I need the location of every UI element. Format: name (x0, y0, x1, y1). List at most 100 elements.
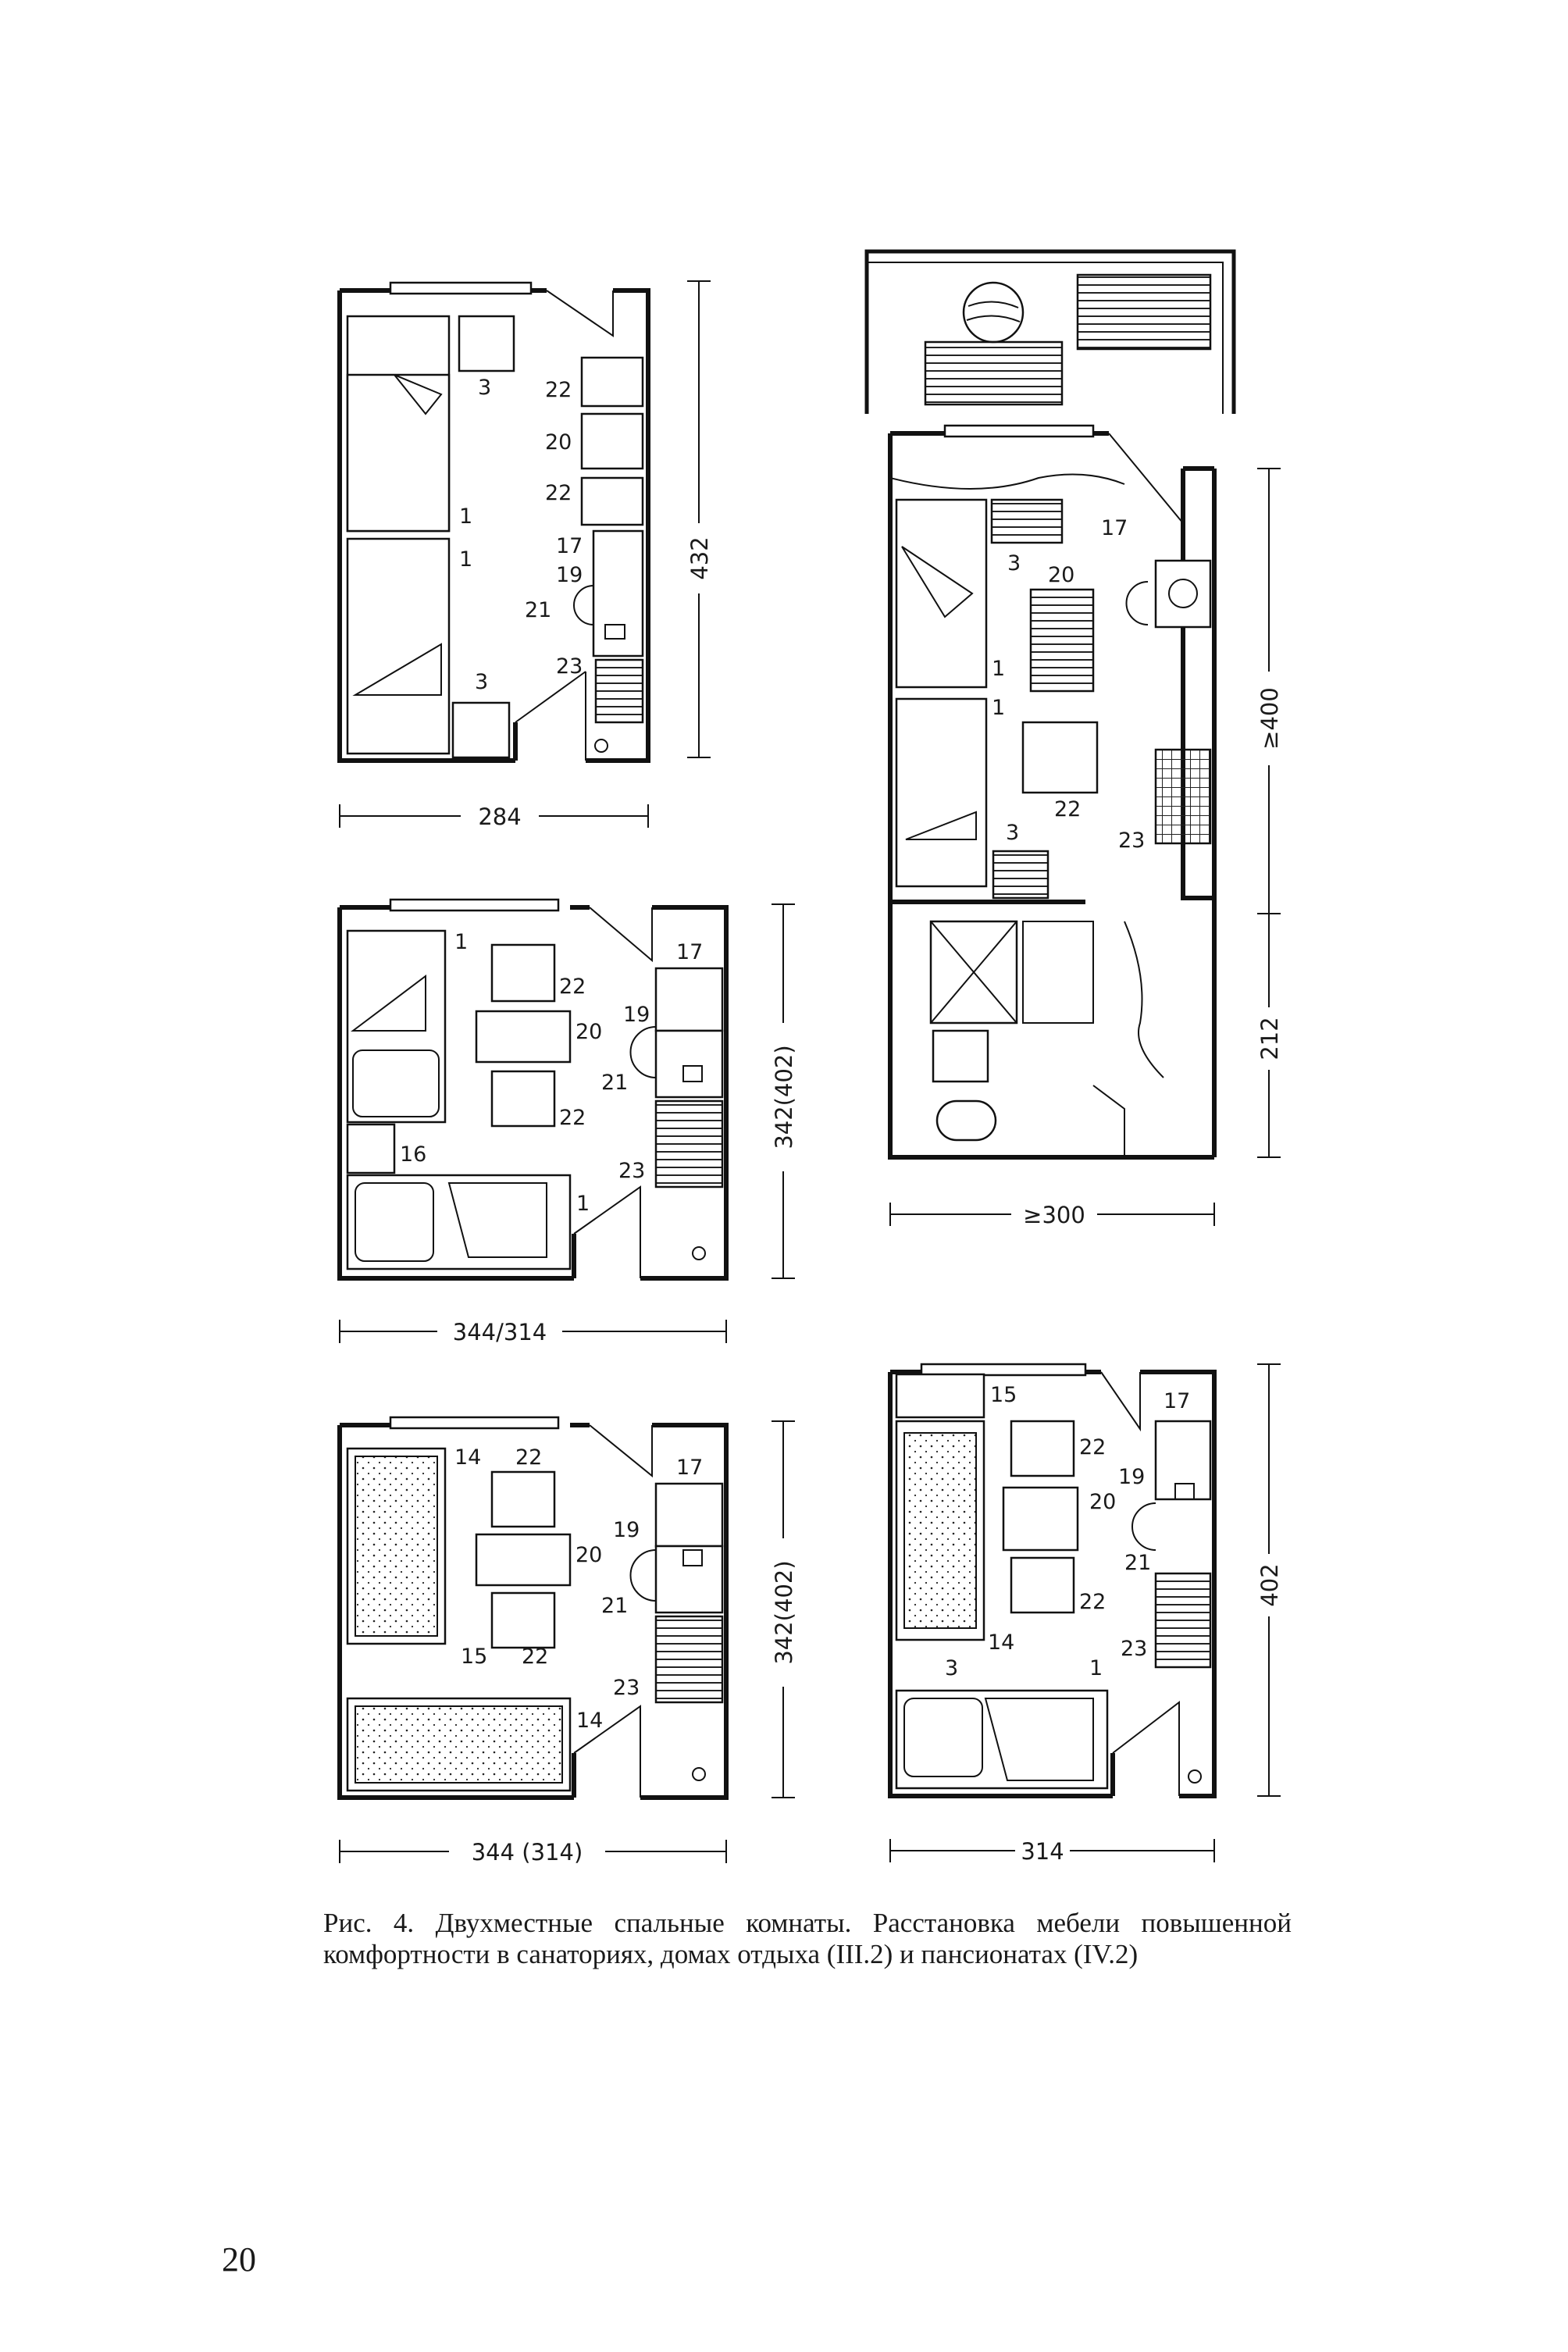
plan-b-label: 19 (623, 1003, 650, 1027)
plan-e-chair-2 (1010, 1556, 1075, 1614)
plan-c-height-dim: 342(402) (771, 1560, 797, 1664)
plan-e-table (1002, 1486, 1079, 1552)
plan-d-balcony-table (962, 281, 1025, 344)
plan-a-nightstand-2 (451, 701, 511, 759)
plan-b-window (389, 898, 560, 912)
plan-d-label: 22 (1054, 797, 1081, 821)
plan-e-shelves (1154, 1572, 1212, 1669)
plan-a-chair-1 (580, 356, 644, 408)
plan-e-sink (1188, 1769, 1202, 1784)
plan-d-label: 1 (992, 657, 1005, 681)
plan-b-shelves (654, 1099, 724, 1188)
plan-d-width-dim: ≥300 (1023, 1202, 1085, 1228)
plan-b-bed-2 (346, 1174, 572, 1270)
plan-d-label: 3 (1007, 551, 1021, 576)
plan-b-lamp (682, 1065, 703, 1082)
plan-a-label: 3 (478, 376, 491, 400)
plan-c-label: 22 (515, 1445, 542, 1470)
plan-d-bed-2 (895, 697, 988, 888)
plan-e-lamp (1174, 1483, 1195, 1500)
plan-c-label: 14 (576, 1709, 603, 1733)
plan-e-label: 19 (1118, 1465, 1145, 1489)
plan-c-window (389, 1416, 560, 1430)
plan-a-door-bottom (515, 671, 586, 761)
plan-b-walls (337, 905, 729, 1281)
plan-a-walls (337, 288, 650, 763)
plan-d-tv-cabinet (1154, 559, 1212, 629)
plan-a-table (580, 412, 644, 470)
plan-a-bed-1-blanket (346, 373, 451, 533)
plan-a-label: 17 (556, 534, 583, 558)
plan-e-label: 21 (1124, 1551, 1151, 1575)
plan-b-chair-round (629, 1026, 657, 1078)
plan-b-bed-1-fold (351, 974, 426, 1032)
plan-d-walls (888, 431, 1217, 1160)
plan-e-bed-2 (895, 1689, 1109, 1790)
plan-a-window (389, 281, 533, 295)
plan-c-wardrobe (654, 1482, 724, 1548)
plan-d-cable (1124, 921, 1164, 1078)
plan-b-door-bottom (573, 1185, 641, 1278)
plan-d-window (943, 424, 1095, 438)
plan-e-label: 22 (1079, 1435, 1106, 1459)
plan-b-label: 22 (559, 1106, 586, 1130)
plan-d-bed-1-fold (901, 546, 974, 618)
plan-e-chair-1 (1010, 1420, 1075, 1477)
plan-b-label: 22 (559, 975, 586, 999)
plan-b-bed-2-fold (447, 1182, 547, 1258)
plan-a-bed-2-fold (352, 643, 442, 696)
plan-b-label: 16 (400, 1142, 426, 1167)
plan-e-height-dim: 402 (1256, 1563, 1283, 1606)
plan-d-bath-door (1092, 1085, 1125, 1157)
plan-c-label: 17 (676, 1456, 703, 1480)
plan-a-label: 22 (545, 378, 572, 402)
plan-d-label: 1 (992, 696, 1005, 720)
plan-c-width-dim: 344 (314) (472, 1839, 583, 1866)
plan-c-door-bottom (573, 1705, 641, 1798)
plan-c-shelves (654, 1615, 724, 1704)
plan-c-label: 15 (461, 1645, 487, 1669)
plan-b-label: 1 (576, 1192, 590, 1216)
plan-c-table (475, 1533, 572, 1587)
plan-e-bed-2-fold (984, 1698, 1094, 1781)
plan-d-wardrobe (1154, 748, 1212, 845)
plan-e-pillow (903, 1698, 983, 1777)
plan-d-toilet (935, 1099, 997, 1142)
plan-e-label: 1 (1089, 1656, 1103, 1680)
plan-b-height-dim: 342(402) (771, 1045, 797, 1149)
plan-a-label: 1 (459, 547, 472, 572)
plan-d-label: 17 (1101, 516, 1128, 540)
plan-a-wardrobe (592, 529, 644, 657)
plan-c: 14 22 17 19 20 21 15 22 23 14 344 (314) … (337, 1416, 799, 1867)
plan-a-nightstand-1 (458, 315, 515, 372)
plan-e-wardrobe (1154, 1420, 1212, 1501)
plan-d-nightstand-1 (990, 498, 1064, 544)
plan-b-table (475, 1010, 572, 1064)
plan-b-label: 17 (676, 940, 703, 964)
plan-d-height-dim-room: ≥400 (1256, 687, 1283, 750)
plan-d-door-balcony (1108, 433, 1184, 526)
plan-d: 17 3 20 1 1 22 3 23 ≥300 ≥400 212 (864, 249, 1285, 1230)
plan-b-desk (654, 1029, 724, 1099)
plan-c-door-swing (589, 1424, 653, 1478)
plan-d-washbasin (932, 1029, 989, 1083)
plan-a-chair-round (573, 585, 594, 625)
plan-c-desk (654, 1545, 724, 1614)
plan-e-door-swing (1100, 1371, 1141, 1432)
plan-b-chair-2 (490, 1070, 556, 1128)
plan-d-label: 23 (1118, 829, 1145, 853)
plan-a-label: 20 (545, 430, 572, 454)
plan-c-label: 22 (522, 1645, 548, 1669)
plan-d-curtain (889, 473, 1125, 490)
plan-a: 3 22 20 22 1 1 17 19 21 23 3 284 432 (337, 280, 715, 832)
plan-d-bed-2-fold (905, 811, 977, 840)
plan-e-label: 22 (1079, 1590, 1106, 1614)
plan-b-label: 23 (618, 1159, 645, 1183)
plan-c-label: 14 (454, 1445, 481, 1470)
plan-e-label: 3 (945, 1656, 958, 1680)
plan-c-bed-2-cover (355, 1705, 563, 1784)
plan-e-label: 17 (1164, 1389, 1190, 1413)
plan-b: 1 22 17 19 20 21 22 16 23 1 344/314 342(… (337, 898, 799, 1347)
plan-a-bed-1-fold (394, 374, 443, 415)
